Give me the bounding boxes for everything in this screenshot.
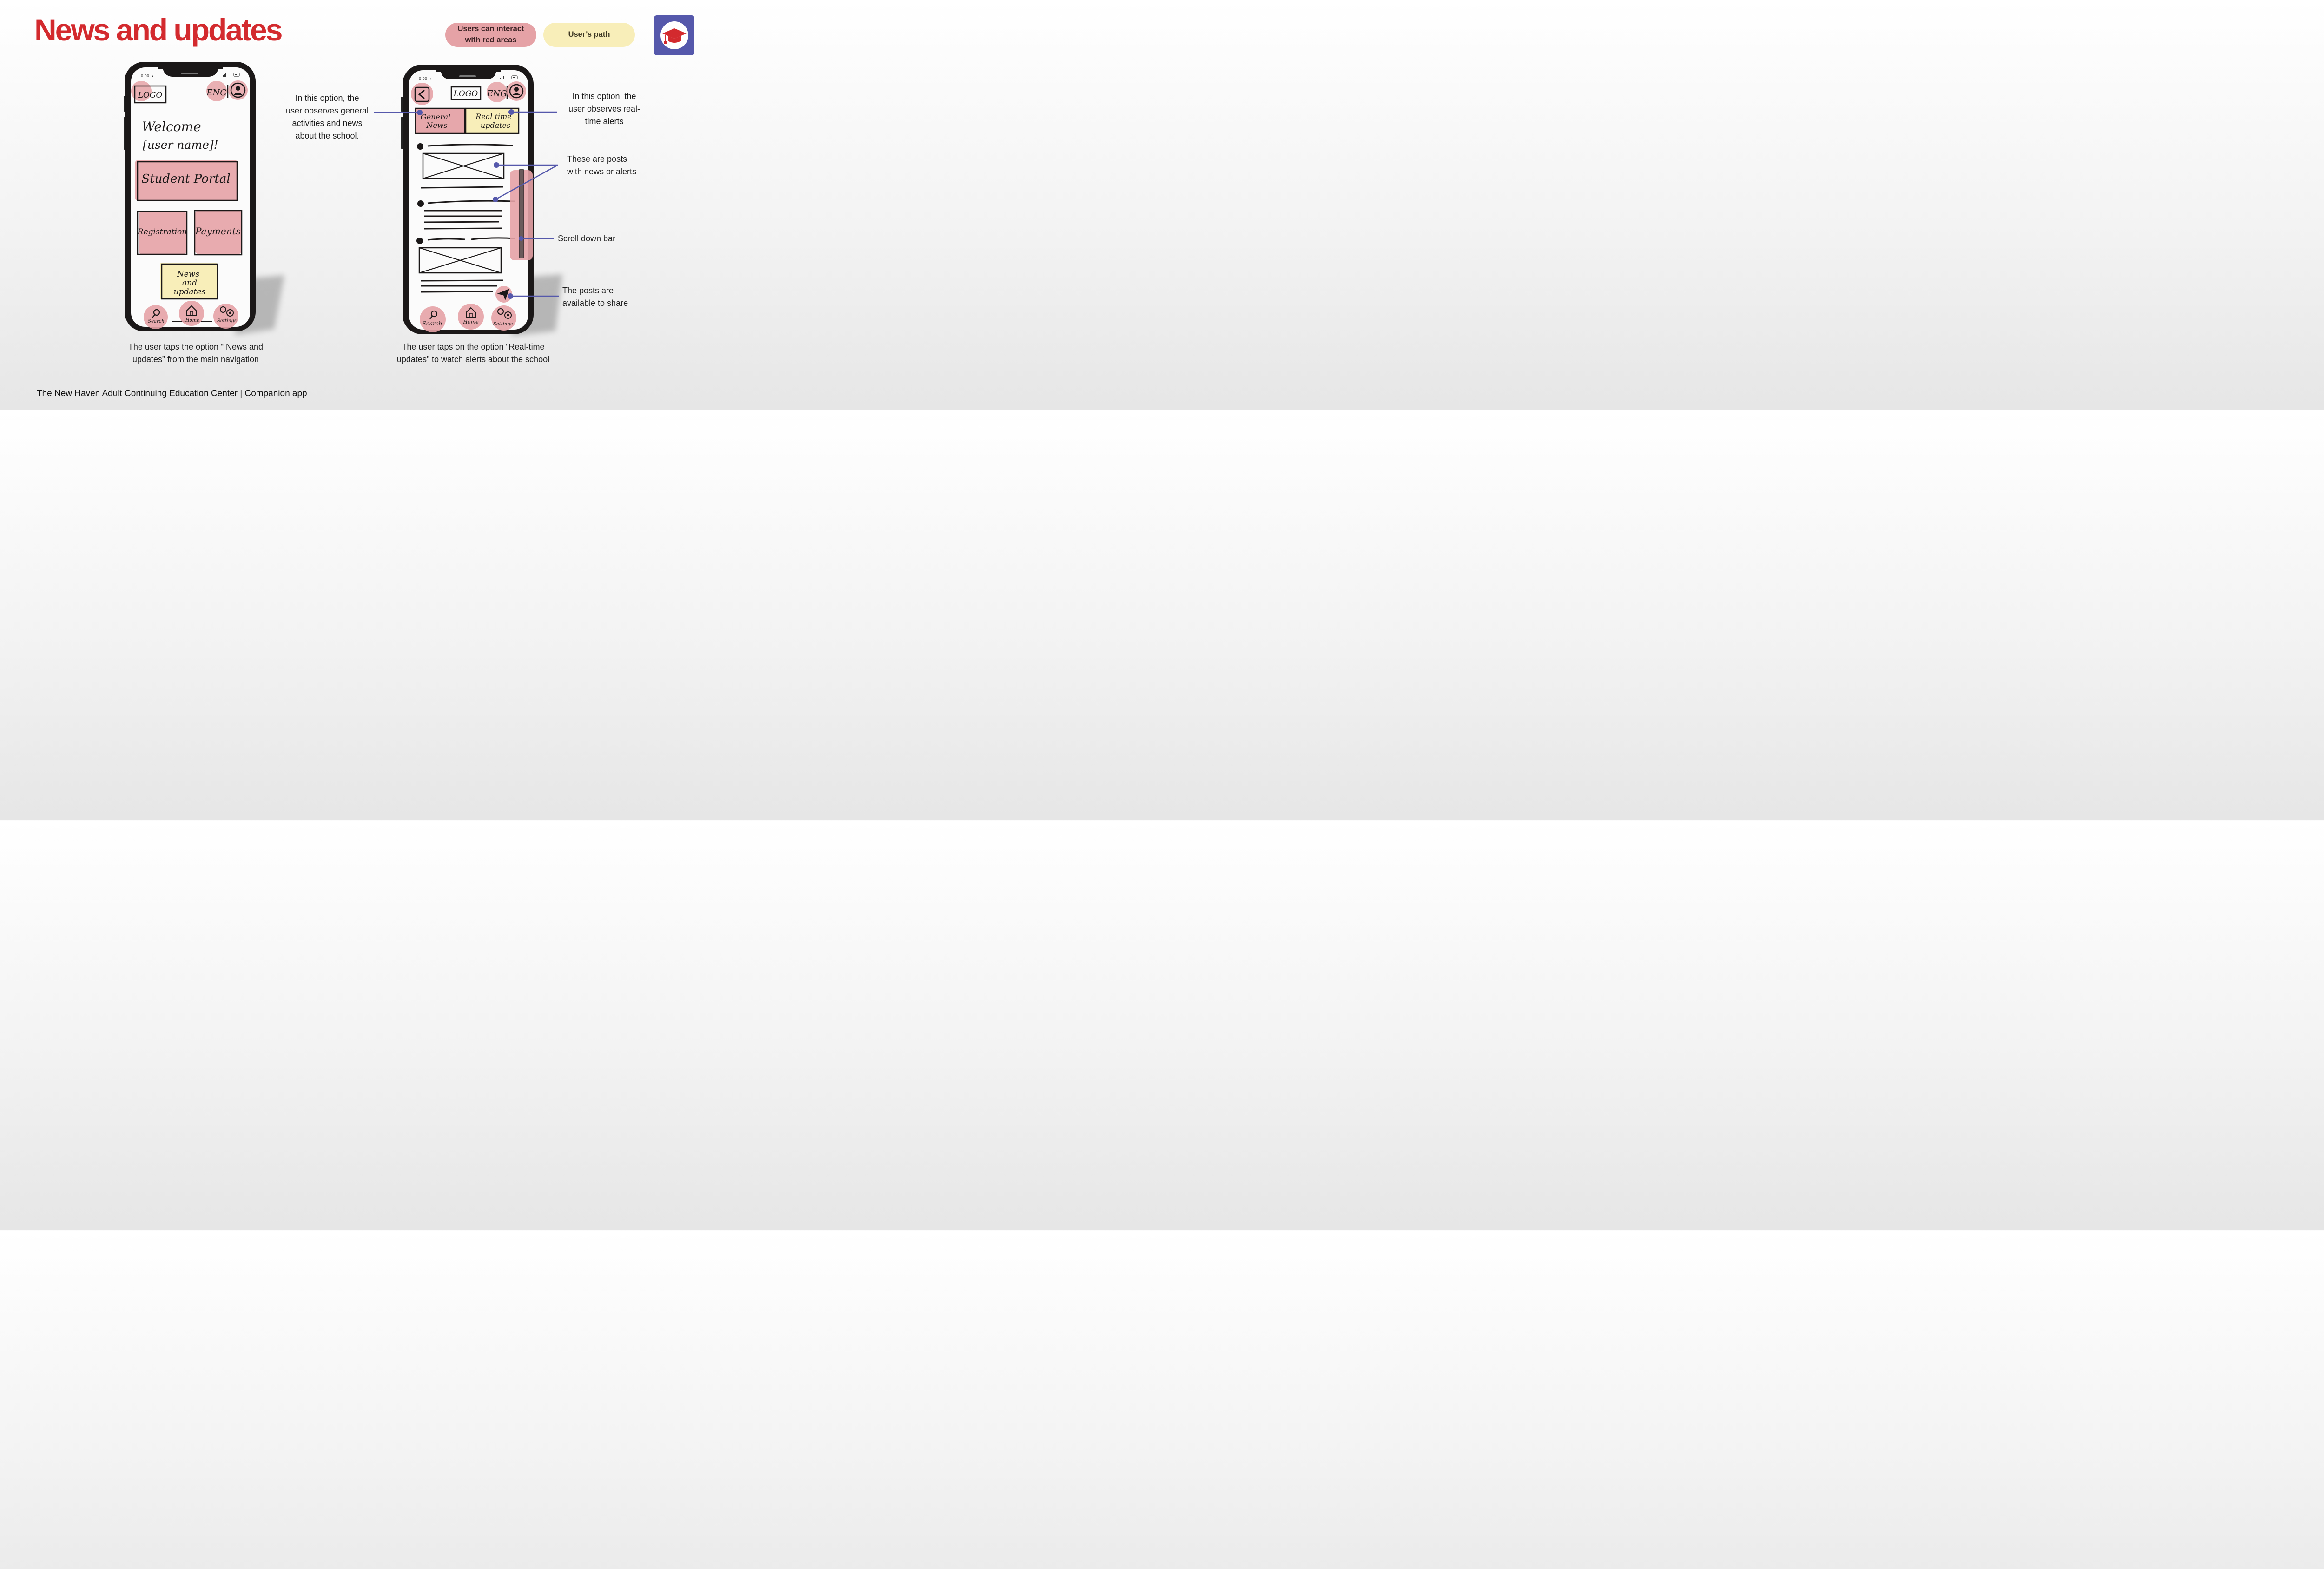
home-icon xyxy=(186,305,197,316)
search-icon xyxy=(429,310,438,319)
legend-red-line-2: with red areas xyxy=(465,36,517,44)
profile-icon xyxy=(509,84,524,99)
language-label: ENG xyxy=(206,88,226,98)
annotation-connectors xyxy=(374,111,559,297)
news-line-1: News xyxy=(177,270,199,279)
registration-label: Registration xyxy=(137,227,187,237)
payments-button[interactable]: Payments xyxy=(194,210,243,256)
back-arrow-icon xyxy=(414,86,430,102)
posts-feed xyxy=(416,143,515,293)
mockup-canvas: 0:00 ◂ LOGO ENG Welcome [user name xyxy=(124,62,562,336)
scroll-bar[interactable] xyxy=(510,169,533,260)
tab-general-line-1: General xyxy=(421,113,450,121)
news-line-3: updates xyxy=(174,287,206,297)
legend-user-path: User’s path xyxy=(543,23,635,47)
page-footer: The New Haven Adult Continuing Education… xyxy=(37,389,307,398)
tab-realtime-line-1: Real time xyxy=(475,112,511,121)
annotation-general-news: In this option, the user observes genera… xyxy=(285,93,369,140)
nav-home[interactable]: Home xyxy=(179,301,204,326)
settings-icon xyxy=(220,306,234,317)
status-time: 0:00 xyxy=(141,74,149,78)
nav-search[interactable]: Search xyxy=(144,305,168,329)
profile-button-right[interactable] xyxy=(507,81,526,101)
annotation-share: The posts are available to share xyxy=(562,286,628,308)
nav-settings-label-right: Settings xyxy=(493,322,513,327)
annotation-real-time: In this option, the user observes real- … xyxy=(568,92,640,126)
profile-icon xyxy=(230,82,246,98)
settings-icon xyxy=(497,308,512,319)
page-title: News and updates xyxy=(34,13,283,47)
logo-button[interactable]: LOGO xyxy=(131,81,167,104)
welcome-line-1: Welcome xyxy=(142,119,201,134)
status-icons xyxy=(223,73,240,77)
tab-general-news[interactable]: General News xyxy=(415,107,466,134)
news-line-2: and xyxy=(182,278,197,288)
nav-settings-right[interactable]: Settings xyxy=(491,305,516,331)
annotation-dots xyxy=(417,109,523,299)
profile-button[interactable] xyxy=(228,80,248,100)
phone-right: 0:00 ◂ LOGO ENG xyxy=(401,65,562,336)
logo-label-right: LOGO xyxy=(453,89,478,99)
student-portal-label: Student Portal xyxy=(141,172,230,186)
language-label-right: ENG xyxy=(486,89,507,99)
payments-label: Payments xyxy=(195,225,241,237)
nav-search-right[interactable]: Search xyxy=(420,306,446,332)
nav-search-label: Search xyxy=(148,319,165,324)
legend-interactive-areas: Users can interact with red areas xyxy=(445,23,536,47)
search-icon xyxy=(152,309,160,318)
language-button-right[interactable]: ENG xyxy=(486,82,507,102)
news-and-updates-button[interactable]: News and updates xyxy=(160,263,218,300)
graduation-cap-icon xyxy=(662,28,687,44)
share-button[interactable] xyxy=(495,286,512,303)
caption-right: The user taps on the option “Real-time u… xyxy=(396,342,550,364)
post-avatar xyxy=(416,238,423,244)
tab-general-line-2: News xyxy=(426,121,447,130)
post-image-placeholder xyxy=(418,247,502,274)
language-button[interactable]: ENG xyxy=(206,81,227,101)
svg-text:◂: ◂ xyxy=(429,77,431,81)
post-avatar xyxy=(417,143,423,150)
registration-button[interactable]: Registration xyxy=(137,211,188,255)
app-logo xyxy=(654,15,694,55)
share-icon xyxy=(497,289,509,300)
status-time-right: 0:00 xyxy=(419,77,427,81)
student-portal-button[interactable]: Student Portal xyxy=(135,160,238,201)
back-button[interactable] xyxy=(411,83,433,105)
svg-text:◂: ◂ xyxy=(152,74,153,78)
legend-red-line-1: Users can interact xyxy=(457,25,524,33)
nav-search-label-right: Search xyxy=(423,320,442,327)
phone-left: 0:00 ◂ LOGO ENG Welcome [user name xyxy=(124,62,284,335)
status-icons-right xyxy=(500,75,518,79)
nav-home-label: Home xyxy=(185,318,199,323)
caption-left: The user taps the option “ News and upda… xyxy=(128,342,264,364)
home-icon xyxy=(466,307,476,318)
logo-label: LOGO xyxy=(138,91,163,100)
logo-button-right: LOGO xyxy=(450,86,482,100)
post-image-placeholder xyxy=(422,152,505,179)
post-avatar xyxy=(417,200,424,207)
tab-realtime-line-2: updates xyxy=(481,121,510,130)
annotation-scroll: Scroll down bar xyxy=(558,234,616,243)
nav-home-right[interactable]: Home xyxy=(458,304,484,330)
welcome-line-2: [user name]! xyxy=(143,138,218,152)
nav-settings-label: Settings xyxy=(217,318,237,324)
annotation-posts: These are posts with news or alerts xyxy=(567,154,637,176)
nav-home-label-right: Home xyxy=(462,319,479,325)
nav-settings[interactable]: Settings xyxy=(213,304,238,329)
